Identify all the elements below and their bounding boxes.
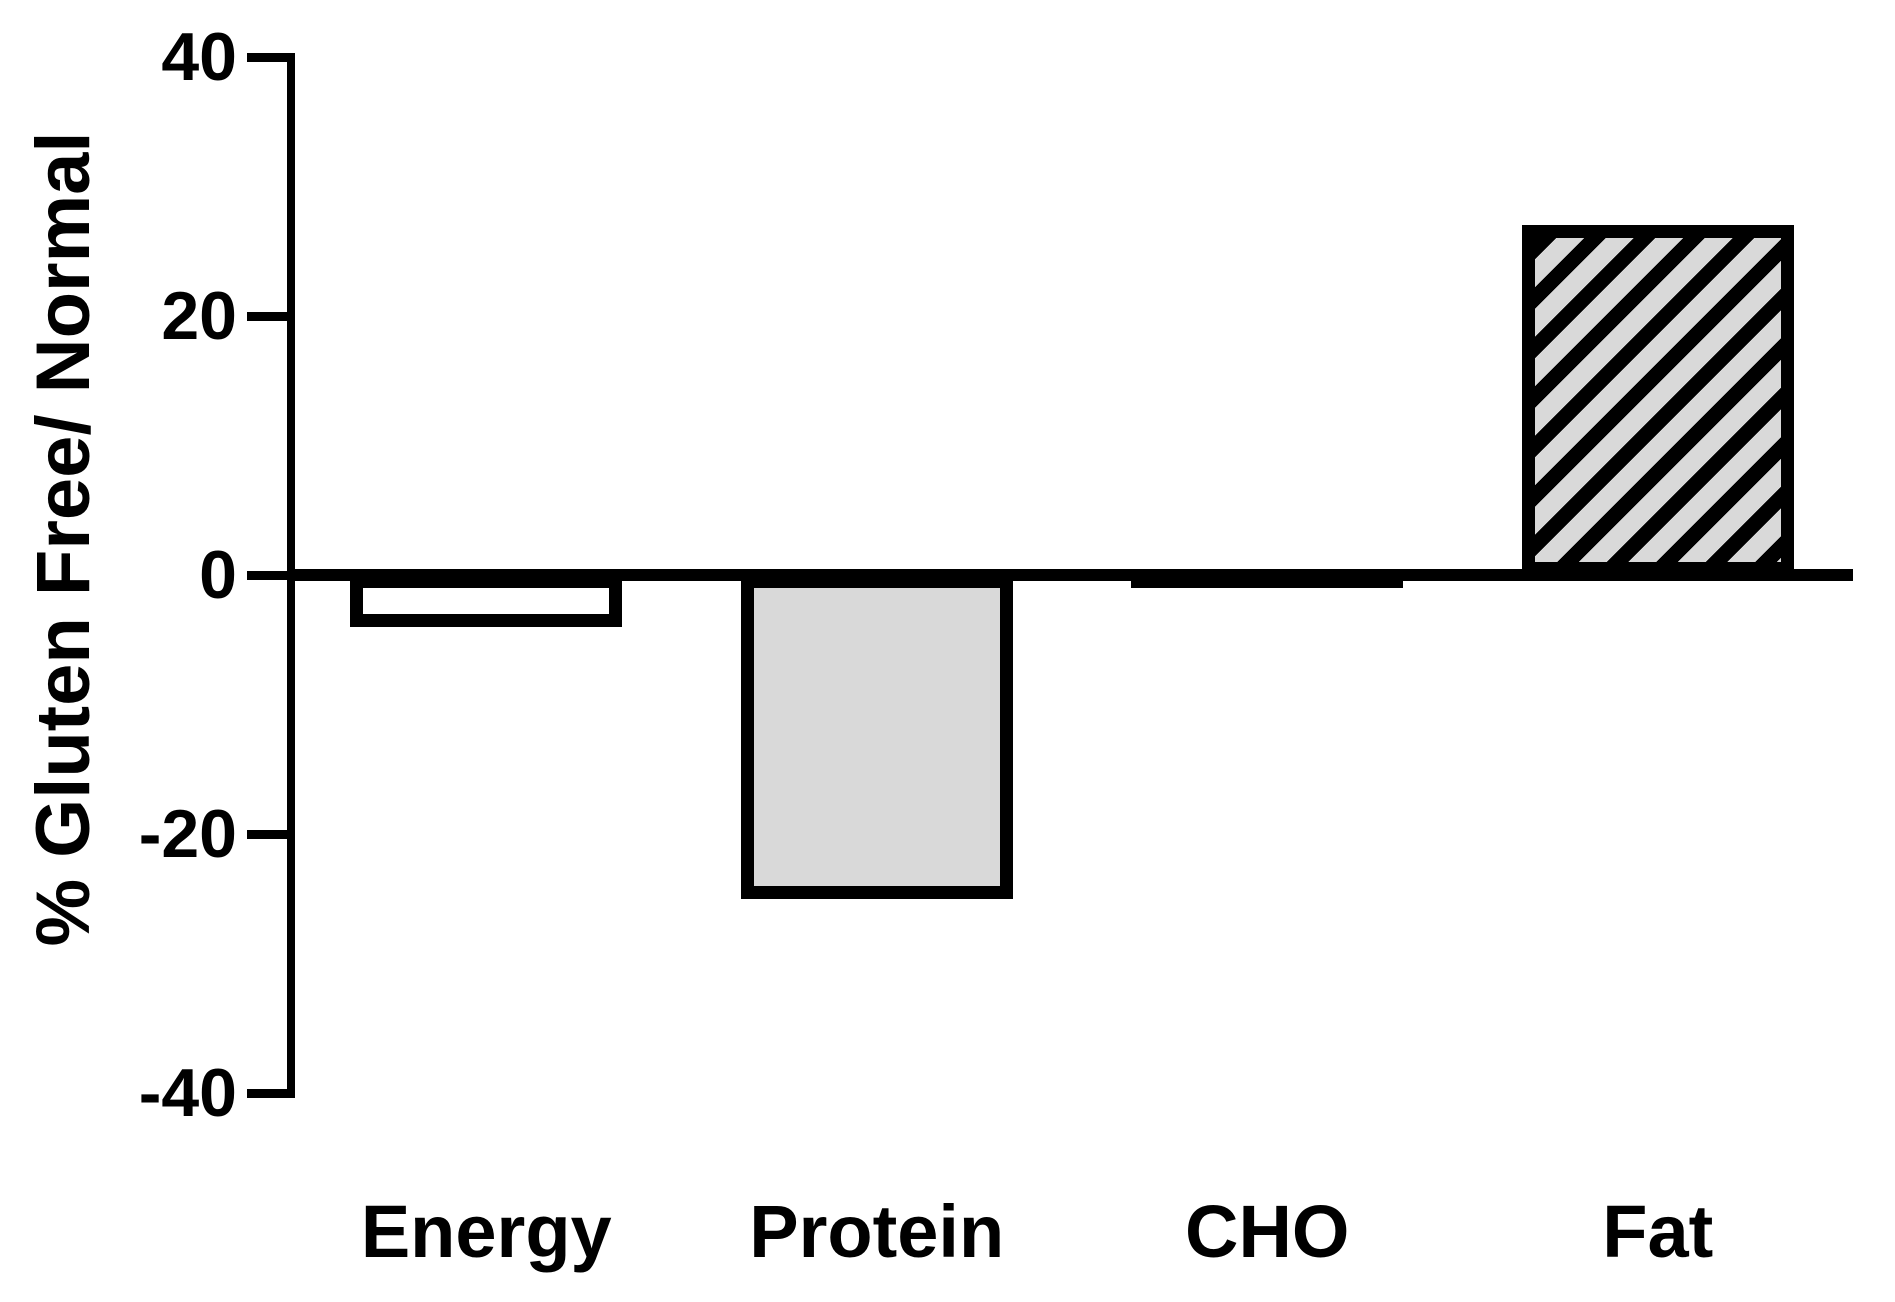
y-tick-mark: [247, 570, 295, 580]
y-tick-mark: [247, 311, 295, 321]
x-axis-label-energy: Energy: [360, 1190, 612, 1273]
protein-bar: [740, 575, 1013, 899]
y-tick-label: 20: [161, 278, 237, 354]
x-axis-label-fat: Fat: [1602, 1190, 1714, 1273]
y-tick-mark: [247, 1088, 295, 1098]
fat-bar: [1521, 225, 1794, 575]
x-axis-zero-line: [291, 569, 1853, 581]
y-tick-label: 40: [161, 19, 237, 95]
y-tick-mark: [247, 829, 295, 839]
energy-bar: [350, 575, 623, 627]
y-tick-label: -20: [138, 796, 237, 872]
y-tick-mark: [247, 52, 295, 62]
x-axis-label-cho: CHO: [1185, 1190, 1350, 1273]
y-tick-label: 0: [199, 537, 237, 613]
y-tick-label: -40: [138, 1055, 237, 1131]
x-axis-label-protein: Protein: [749, 1190, 1005, 1273]
